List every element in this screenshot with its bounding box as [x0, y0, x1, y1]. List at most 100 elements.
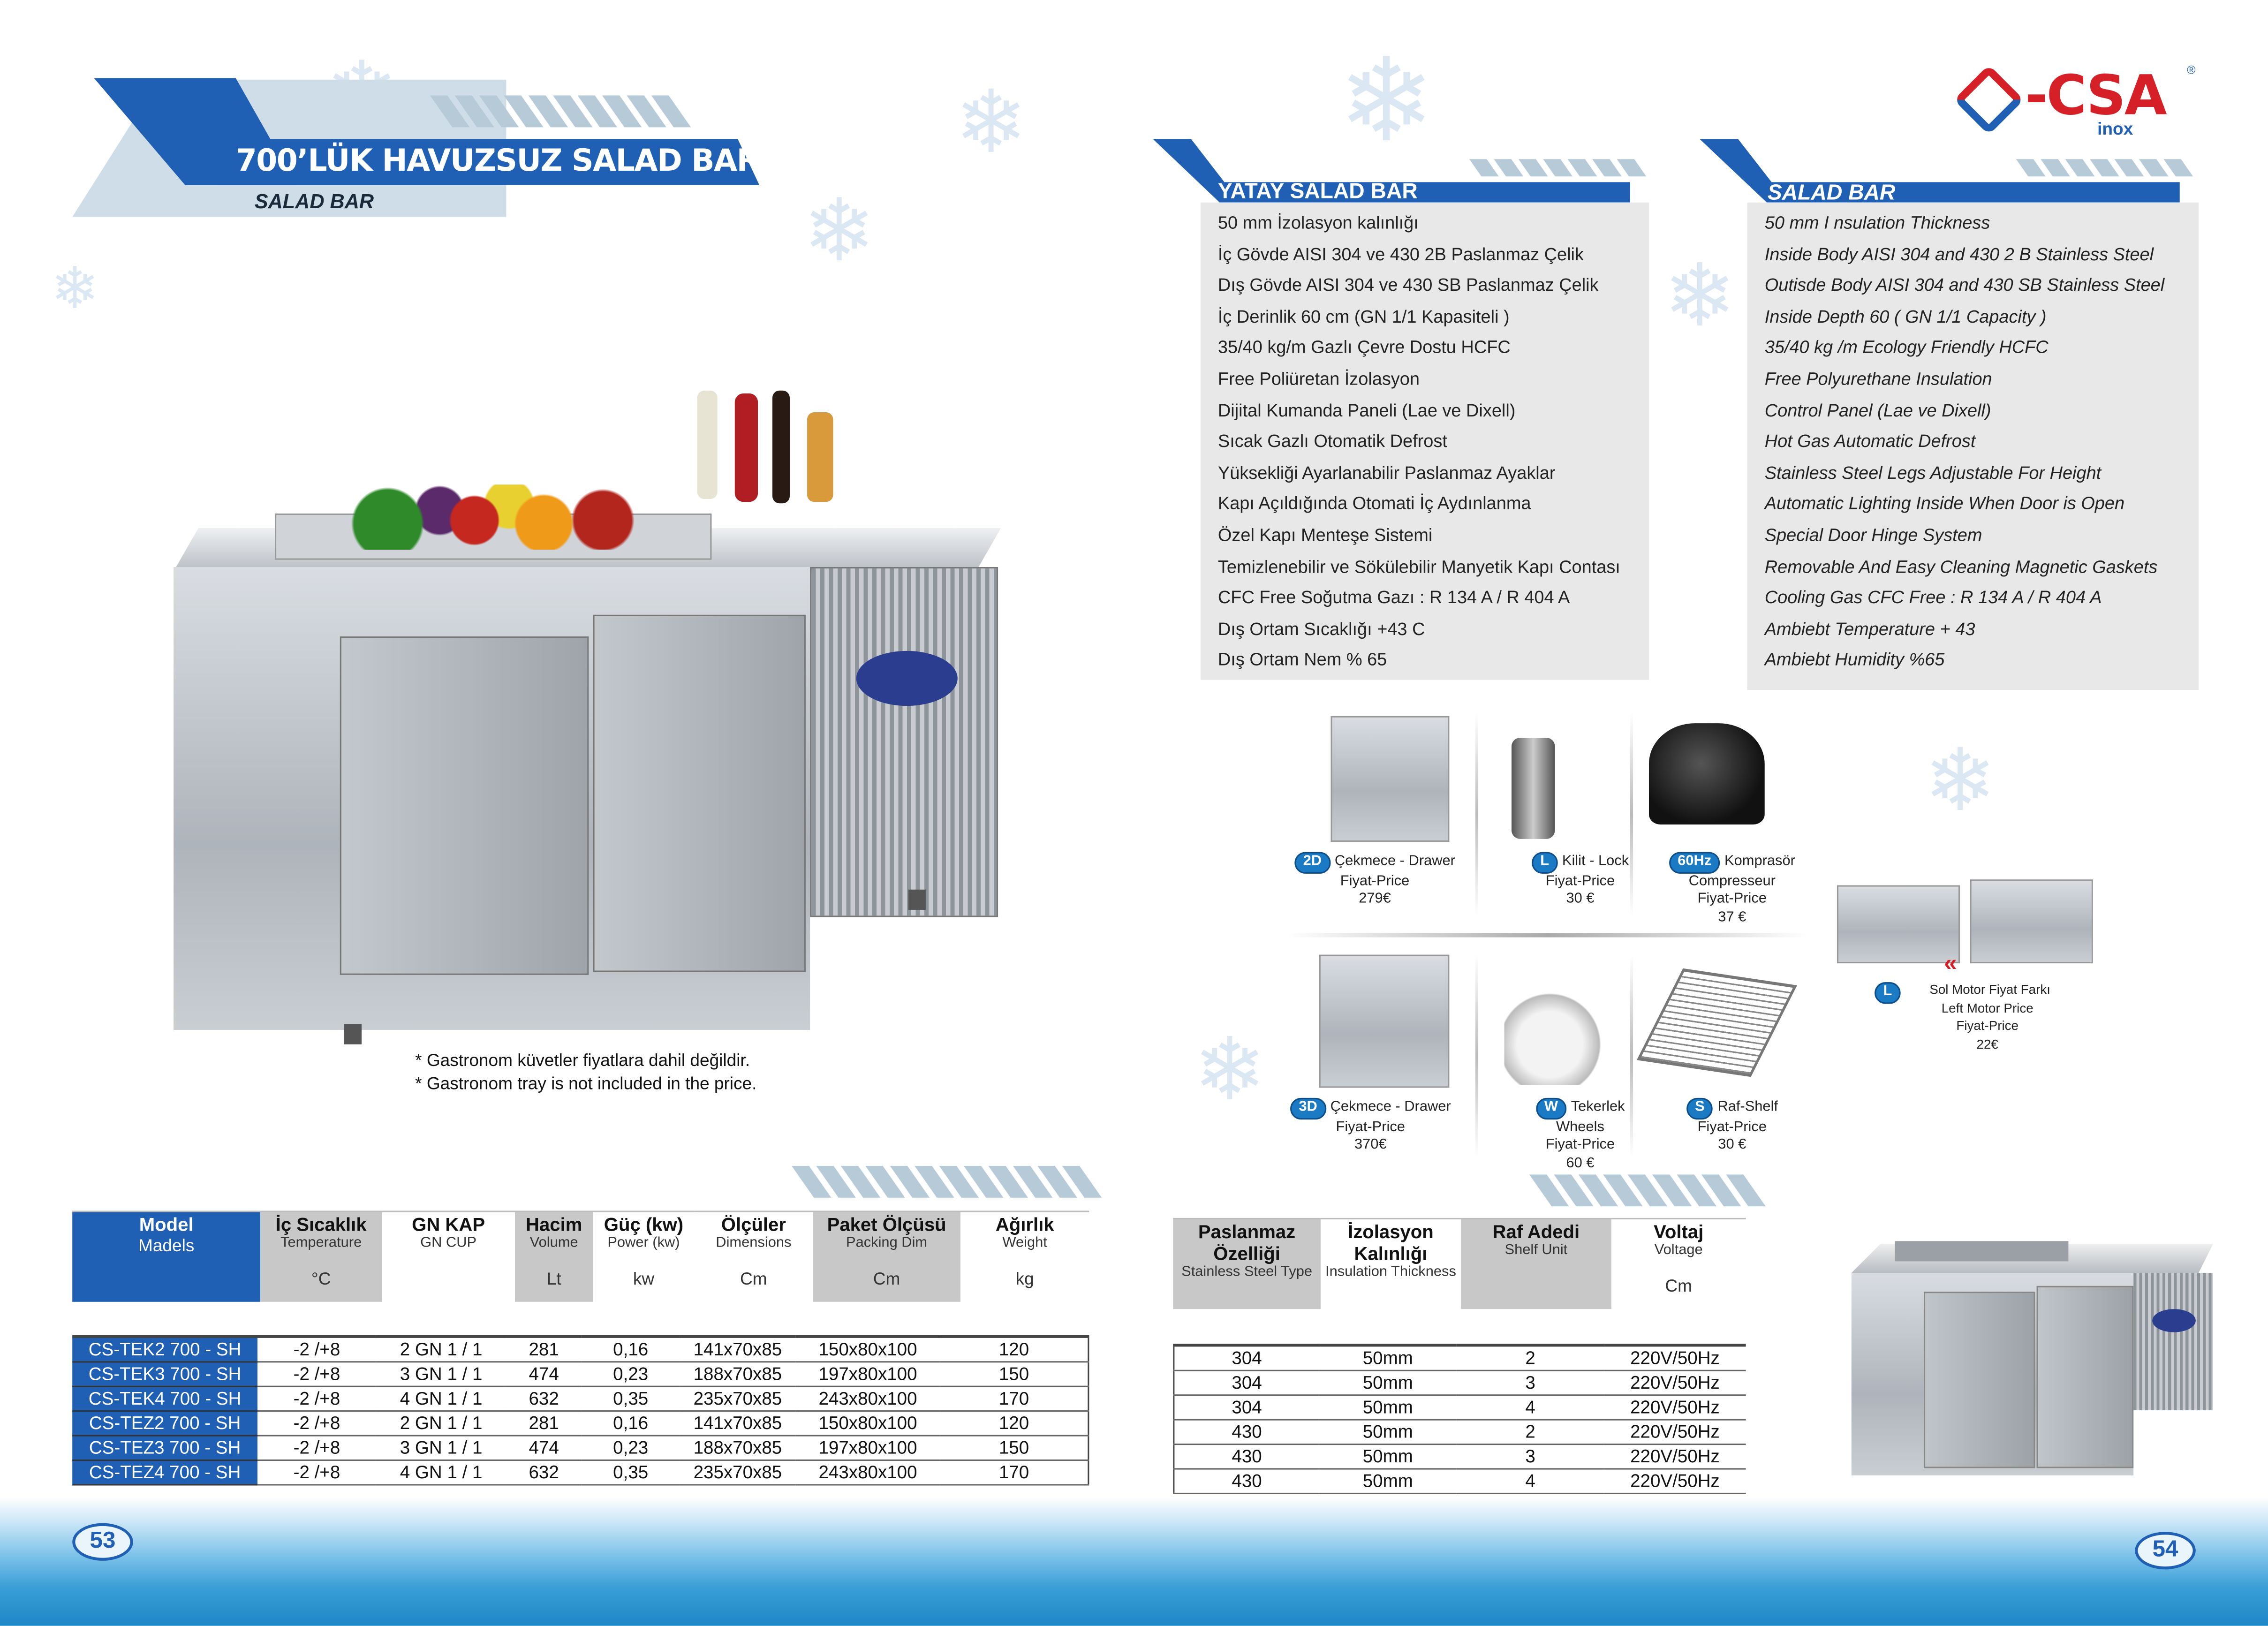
spec-item: 35/40 kg/m Gazlı Çevre Dostu HCFC [1217, 337, 1511, 358]
table-cell: 0,35 [581, 1459, 680, 1485]
table-cell: 188x70x85 [680, 1361, 796, 1387]
table-cell: 150 [940, 1435, 1089, 1460]
spec-item: Dış Ortam Sıcaklığı +43 C [1217, 619, 1425, 639]
spec-item: Yüksekliği Ayarlanabilir Paslanmaz Ayakl… [1217, 462, 1556, 483]
spec-item: Special Door Hinge System [1764, 525, 1982, 545]
table-cell: 3 GN 1 / 1 [376, 1435, 507, 1460]
table-cell: 0,23 [581, 1435, 680, 1460]
table-cell: 50mm [1319, 1444, 1457, 1469]
table-cell: 4 GN 1 / 1 [376, 1459, 507, 1485]
divider [1287, 933, 1808, 938]
col-power: Güç (kw)Power (kw)kw [604, 1213, 684, 1289]
price-notes: * Gastronom küvetler fiyatlara dahil değ… [415, 1050, 756, 1095]
spec-item: İç Derinlik 60 cm (GN 1/1 Kapasiteli ) [1217, 306, 1510, 327]
option-badge: L [1531, 852, 1558, 873]
table-cell: 120 [940, 1336, 1089, 1362]
spec-en-title: SALAD BAR [1767, 181, 1896, 205]
table-cell: 2 GN 1 / 1 [376, 1336, 507, 1362]
spec-item: Dış Ortam Nem % 65 [1217, 650, 1387, 670]
table-cell: 141x70x85 [680, 1410, 796, 1436]
table-cell: 170 [940, 1459, 1089, 1485]
table-cell: 474 [506, 1361, 582, 1387]
table-cell: 50mm [1319, 1344, 1457, 1371]
snowflake-icon: ❄ [1338, 36, 1435, 165]
spec-item: Control Panel (Lae ve Dixell) [1764, 400, 1991, 421]
table-cell: 2 [1456, 1344, 1604, 1371]
table-cell: 243x80x100 [795, 1459, 940, 1485]
spec-item: Cooling Gas CFC Free : R 134 A / R 404 A [1764, 587, 2102, 608]
table-cell: 220V/50Hz [1604, 1419, 1746, 1444]
spec-item: Ambiebt Temperature + 43 [1764, 619, 1975, 639]
spec-item: Outisde Body AISI 304 and 430 SB Stainle… [1764, 275, 2165, 295]
standard-motor-image [1837, 885, 1960, 964]
accessory-detail: 279€ [1359, 891, 1391, 907]
model-cell: CS-TEK2 700 - SH [72, 1336, 257, 1362]
spec-item: Inside Body AISI 304 and 430 2 B Stainle… [1764, 243, 2154, 265]
accessory-detail: Fiyat-Price [1545, 1137, 1615, 1153]
table-cell: 220V/50Hz [1604, 1468, 1746, 1494]
option-badge: 2D [1294, 852, 1331, 873]
accessory-detail: Fiyat-Price [1545, 873, 1615, 889]
model-cell: CS-TEZ2 700 - SH [72, 1410, 257, 1436]
page-subtitle: SALAD BAR [254, 189, 374, 213]
accessory-name: Komprasör [1724, 853, 1795, 870]
page-number-left: 53 [72, 1523, 133, 1561]
snowflake-icon: ❄ [1663, 247, 1736, 345]
table-cell: 141x70x85 [680, 1336, 796, 1362]
table-cell: -2 /+8 [257, 1410, 376, 1436]
compressor-image [1648, 723, 1765, 824]
accessory-name: Tekerlek [1571, 1099, 1625, 1115]
lock-image [1511, 737, 1555, 839]
spec-item: Free Polyurethane Insulation [1764, 369, 1992, 389]
accessory-name: Çekmece - Drawer [1334, 853, 1455, 870]
table-cell: 0,23 [581, 1361, 680, 1387]
table-cell: 3 [1456, 1369, 1604, 1395]
spec-item: Özel Kapı Menteşe Sistemi [1217, 525, 1433, 545]
table-cell: 197x80x100 [795, 1435, 940, 1460]
accessory-detail: 370€ [1354, 1137, 1387, 1153]
option-badge: S [1686, 1097, 1714, 1119]
spec-item: Automatic Lighting Inside When Door is O… [1764, 493, 2125, 514]
option-badge: W [1535, 1097, 1567, 1119]
table-cell: -2 /+8 [257, 1435, 376, 1460]
decor-stripes [430, 95, 691, 128]
left-motor-option: L Sol Motor Fiyat Farkı Left Motor Price… [1875, 981, 2106, 1053]
table-cell: -2 /+8 [257, 1336, 376, 1362]
table-cell: 150x80x100 [795, 1336, 940, 1362]
model-cell: CS-TEZ4 700 - SH [72, 1459, 257, 1485]
table-cell: 220V/50Hz [1604, 1369, 1746, 1395]
table-cell: 170 [940, 1385, 1089, 1411]
table-cell: 50mm [1319, 1369, 1457, 1395]
accessory-detail: Fiyat-Price [1336, 1119, 1405, 1135]
table-cell: 4 [1456, 1394, 1604, 1420]
table-cell: 430 [1173, 1468, 1319, 1494]
table-cell: 120 [940, 1410, 1089, 1436]
decor-stripes [1529, 1174, 1766, 1207]
table-cell: 150x80x100 [795, 1410, 940, 1436]
table-cell: 220V/50Hz [1604, 1394, 1746, 1420]
page-title: 700’LÜK HAVUZSUZ SALAD BAR [235, 143, 760, 178]
model-cell: CS-TEK4 700 - SH [72, 1385, 257, 1411]
